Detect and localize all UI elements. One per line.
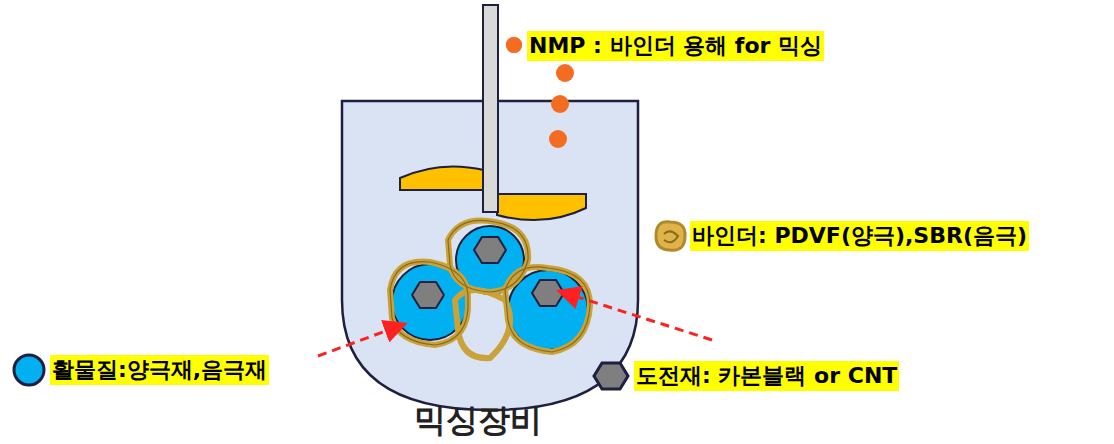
active-material-icon	[14, 355, 44, 385]
conductive-agent	[412, 237, 564, 308]
nmp-icon	[506, 37, 522, 53]
paddle	[497, 194, 586, 220]
binder	[390, 220, 590, 358]
shaft	[483, 5, 498, 212]
nmp-label: NMP : 바인더 용해 for 믹싱	[527, 31, 824, 61]
leader-line	[318, 325, 402, 356]
conductive-agent-icon	[594, 363, 628, 389]
paddle	[400, 166, 484, 190]
leader-line	[562, 292, 712, 340]
conductive-agent-label: 도전재: 카본블랙 or CNT	[634, 361, 899, 391]
binder-icon	[656, 222, 685, 250]
active-material-label: 활물질:양극재,음극재	[50, 355, 269, 385]
binder-label: 바인더: PDVF(양극),SBR(음극)	[690, 221, 1029, 251]
caption: 믹싱장비	[414, 400, 542, 440]
binder-edge	[390, 220, 590, 352]
active-material	[392, 226, 588, 350]
